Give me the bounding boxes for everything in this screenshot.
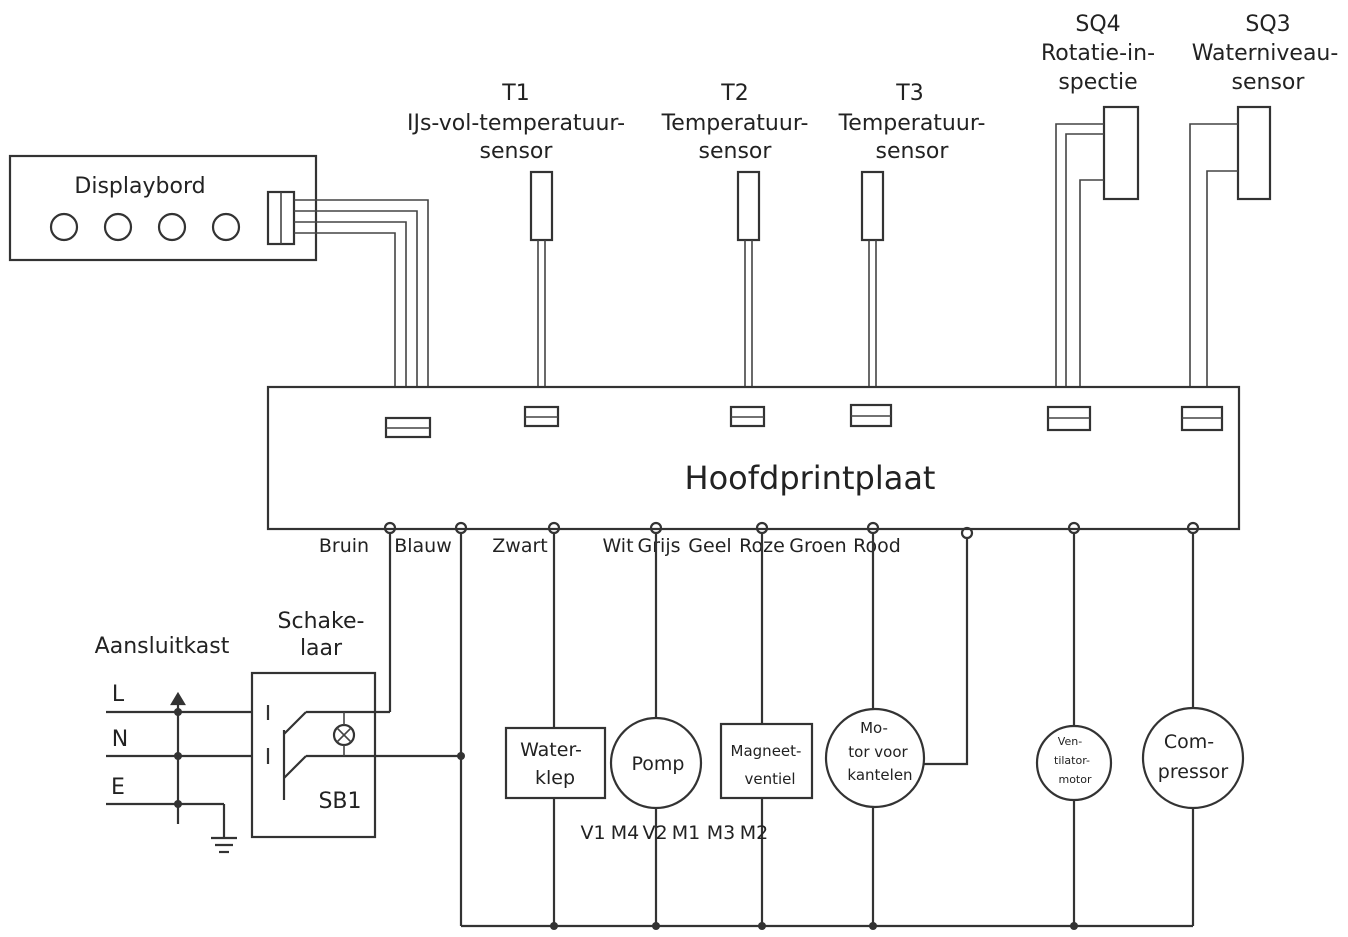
- display-button-1: [49, 212, 79, 242]
- wire-color-labels: Bruin Blauw Zwart Wit Grijs Geel Roze Gr…: [319, 535, 901, 557]
- display-button-2: [103, 212, 133, 242]
- sensor-sq4-name: Rotatie-in-: [1041, 41, 1155, 66]
- main-board-label: Hoofdprintplaat: [685, 459, 936, 497]
- sensor-t1: T1 IJs-vol-temperatuur- sensor: [407, 81, 625, 407]
- switch-id: SB1: [318, 789, 361, 814]
- display-cable: [294, 199, 429, 418]
- wire-label-grijs: Grijs: [638, 535, 681, 557]
- component-codes: V1 M4 V2 M1 M3 M2: [580, 822, 768, 844]
- terminal-n-label: N: [112, 727, 128, 752]
- sensor-sq4-name-2: spectie: [1058, 70, 1137, 95]
- code-m4: M4: [611, 822, 639, 844]
- water-valve-label: Water-: [520, 739, 582, 761]
- tilt-motor-label: Mo-: [860, 719, 888, 737]
- junction-box: Aansluitkast L N E: [95, 634, 268, 854]
- terminal-l-label: L: [112, 682, 125, 707]
- sensor-t1-id: T1: [501, 81, 529, 106]
- code-m2: M2: [740, 822, 768, 844]
- compressor: Com- pressor: [1141, 706, 1245, 810]
- fan-motor: Ven- tilator- motor: [1035, 724, 1113, 802]
- compressor-label: Com-: [1164, 731, 1214, 753]
- sensor-sq3-name-2: sensor: [1232, 70, 1306, 95]
- sensor-t3: T3 Temperatuur- sensor: [838, 81, 986, 407]
- wire-label-bruin: Bruin: [319, 535, 369, 557]
- sensor-t3-name: Temperatuur-: [838, 111, 986, 136]
- wire-label-groen: Groen: [789, 535, 846, 557]
- sensor-t2: T2 Temperatuur- sensor: [661, 81, 809, 407]
- display-button-3: [157, 212, 187, 242]
- main-board: Hoofdprintplaat: [266, 385, 1241, 540]
- wire-label-zwart: Zwart: [492, 535, 547, 557]
- pump-label: Pomp: [632, 753, 685, 775]
- switch-label: Schake-: [278, 609, 365, 634]
- display-board-label: Displaybord: [74, 174, 205, 199]
- sensor-sq3-id: SQ3: [1245, 12, 1290, 37]
- water-valve: Water- klep: [504, 726, 607, 800]
- pump: Pomp: [609, 716, 703, 810]
- sensor-t1-name-2: sensor: [480, 139, 554, 164]
- terminal-e-label: E: [111, 775, 125, 800]
- wire-label-wit: Wit: [602, 535, 633, 557]
- compressor-label-2: pressor: [1158, 761, 1229, 783]
- solenoid-valve: Magneet- ventiel: [719, 722, 814, 800]
- tilt-motor-label-3: kantelen: [847, 766, 912, 784]
- switch-sb1: Schake- laar SB1: [250, 609, 461, 839]
- code-m3: M3: [707, 822, 735, 844]
- display-button-4: [211, 212, 241, 242]
- power-wiring: [388, 533, 1195, 930]
- code-m1: M1: [672, 822, 700, 844]
- junction-box-label: Aansluitkast: [95, 634, 230, 659]
- sensor-sq4-id: SQ4: [1075, 12, 1120, 37]
- fan-motor-label-2: tilator-: [1054, 754, 1090, 767]
- fan-motor-label-3: motor: [1058, 773, 1091, 786]
- wire-label-geel: Geel: [688, 535, 731, 557]
- wire-label-rood: Rood: [853, 535, 901, 557]
- sensor-t2-id: T2: [720, 81, 748, 106]
- solenoid-label-2: ventiel: [744, 770, 795, 788]
- sensor-sq3-name: Waterniveau-: [1192, 41, 1339, 66]
- switch-label-2: laar: [300, 636, 343, 661]
- fan-motor-label: Ven-: [1058, 735, 1082, 748]
- code-v1: V1: [580, 822, 605, 844]
- sensor-t2-name-2: sensor: [699, 139, 773, 164]
- sensor-sq3: SQ3 Waterniveau- sensor: [1189, 12, 1339, 407]
- sensor-sq4: SQ4 Rotatie-in- spectie: [1041, 12, 1155, 407]
- display-board: Displaybord: [8, 154, 318, 262]
- tilt-motor: Mo- tor voor kantelen: [824, 707, 926, 809]
- wire-label-blauw: Blauw: [394, 535, 452, 557]
- code-v2: V2: [642, 822, 667, 844]
- tilt-motor-label-2: tor voor: [848, 743, 908, 761]
- sensor-t3-id: T3: [895, 81, 923, 106]
- solenoid-label: Magneet-: [731, 742, 802, 760]
- sensor-t1-name: IJs-vol-temperatuur-: [407, 111, 625, 136]
- sensor-t3-name-2: sensor: [876, 139, 950, 164]
- water-valve-label-2: klep: [535, 767, 575, 789]
- sensor-t2-name: Temperatuur-: [661, 111, 809, 136]
